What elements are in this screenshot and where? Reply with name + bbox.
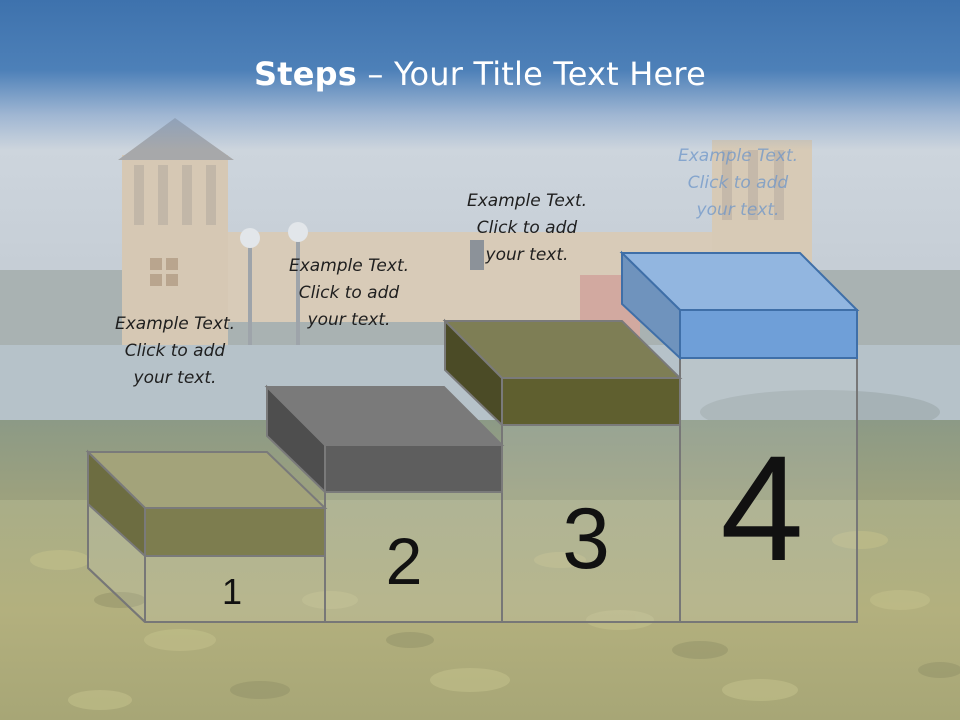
step-caption-2[interactable]: Example Text. Click to add your text. [264,253,434,334]
title-band [0,0,960,150]
step-number-1: 1 [222,571,242,612]
step-caption-4-line-3: your text. [696,200,780,220]
step-caption-4[interactable]: Example Text. Click to add your text. [653,143,823,224]
step-caption-2-line-3: your text. [307,310,391,330]
step-block-1 [85,449,328,559]
step-caption-1-line-2: Click to add [124,341,226,361]
step-number-3: 3 [562,491,610,587]
step-caption-3-line-1: Example Text. [466,191,588,211]
step-number-2: 2 [386,524,423,598]
step-caption-3-line-3: your text. [485,245,569,265]
step-block-3 [442,318,683,428]
step-caption-1-line-3: your text. [133,368,217,388]
title-rest: – Your Title Text Here [357,55,706,93]
step-caption-4-line-1: Example Text. [677,146,799,166]
slide-title[interactable]: Steps – Your Title Text Here [0,55,960,93]
step-caption-2-line-2: Click to add [298,283,400,303]
stair-left-edge [87,567,146,623]
step-caption-1-line-1: Example Text. [114,314,236,334]
step-caption-4-line-2: Click to add [687,173,789,193]
step-block-4 [619,250,860,361]
title-bold: Steps [254,55,358,93]
step-number-4: 4 [720,424,803,592]
step-caption-3[interactable]: Example Text. Click to add your text. [442,188,612,269]
step-caption-2-line-1: Example Text. [288,256,410,276]
step-caption-1[interactable]: Example Text. Click to add your text. [90,311,260,392]
step-caption-3-line-2: Click to add [476,218,578,238]
step-block-2 [264,384,505,495]
